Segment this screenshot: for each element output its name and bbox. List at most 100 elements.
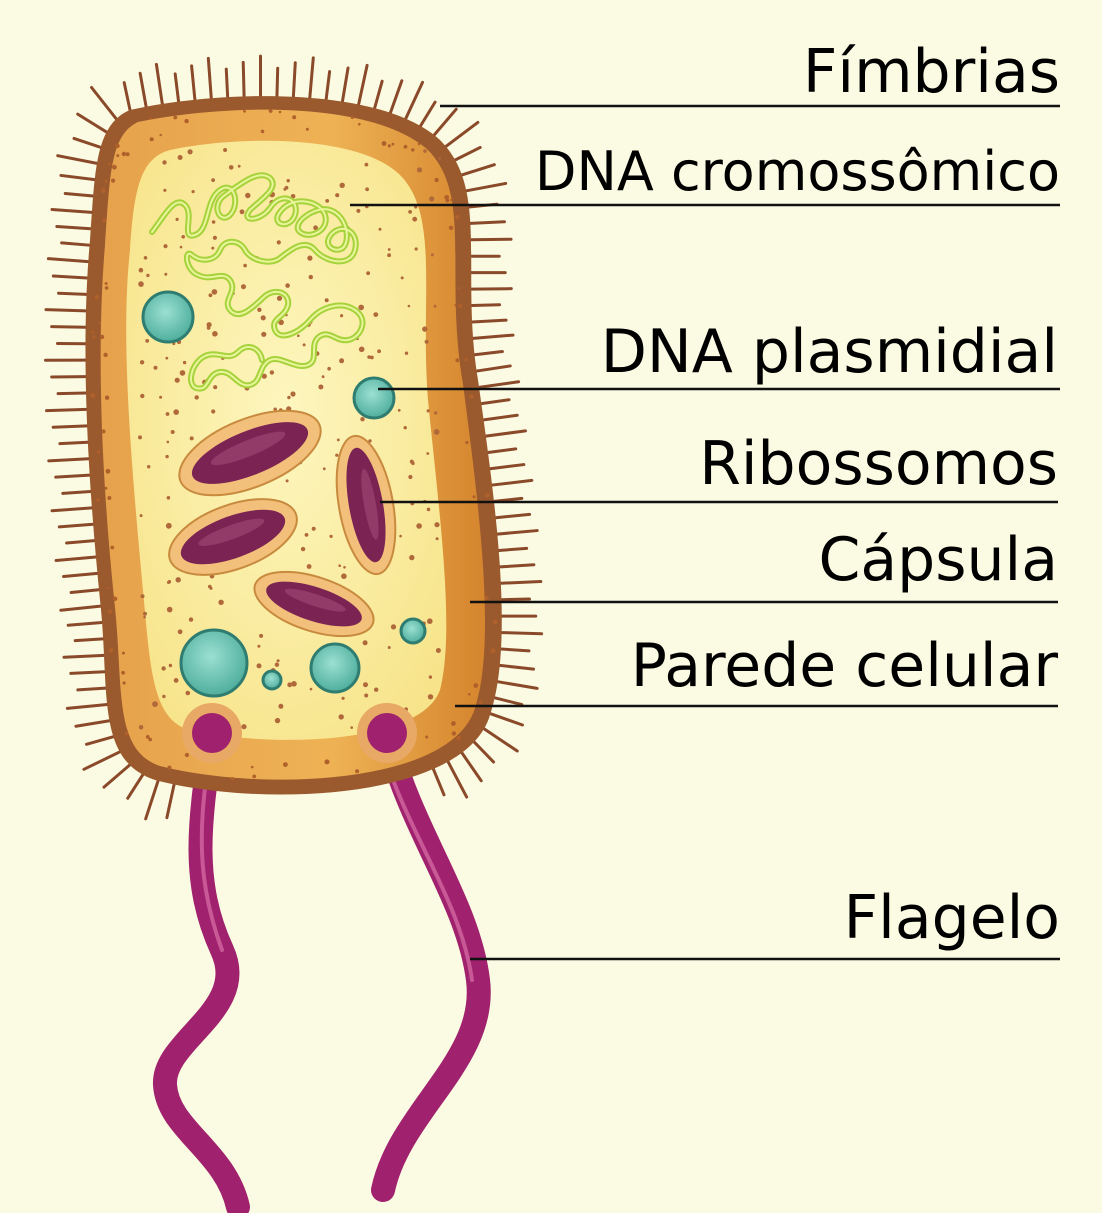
- capsule-granule: [108, 648, 114, 653]
- granule: [194, 395, 199, 400]
- granule: [434, 522, 440, 528]
- granule: [138, 281, 144, 287]
- fimbria: [73, 637, 105, 643]
- fimbria: [66, 621, 104, 627]
- capsule-granule: [465, 440, 469, 445]
- chromosomal-dna: [149, 172, 366, 392]
- granule: [363, 682, 368, 688]
- capsule-granule: [454, 304, 457, 307]
- capsule-granule: [350, 115, 354, 119]
- granule: [285, 283, 290, 288]
- granule: [308, 274, 313, 280]
- fimbria: [69, 670, 107, 675]
- granule: [218, 599, 224, 605]
- granule: [245, 192, 251, 199]
- granule: [387, 253, 391, 258]
- capsule-granule: [149, 137, 154, 142]
- granule: [424, 339, 429, 344]
- granule: [427, 694, 434, 700]
- capsule-granule: [104, 395, 110, 400]
- granule: [374, 687, 379, 692]
- granule: [412, 216, 418, 222]
- label-dna-cromossomico: DNA cromossômico: [534, 140, 1060, 203]
- capsule-granule: [99, 334, 105, 340]
- granule: [269, 370, 275, 375]
- granule: [422, 326, 428, 332]
- granule: [159, 395, 163, 399]
- granule: [428, 675, 433, 679]
- granule: [329, 534, 333, 539]
- capsule-granule: [411, 148, 415, 152]
- granule: [433, 429, 440, 435]
- granule: [164, 272, 168, 276]
- fimbria: [479, 398, 511, 406]
- granule: [411, 461, 415, 466]
- fimbria: [500, 631, 544, 636]
- fimbria: [460, 163, 496, 177]
- granule: [387, 248, 391, 251]
- granule: [390, 624, 397, 630]
- capsule-granule: [454, 214, 460, 220]
- granule: [304, 533, 309, 537]
- granule: [177, 155, 183, 160]
- fimbria: [51, 274, 89, 280]
- fimbria: [470, 303, 502, 308]
- granule: [143, 611, 147, 616]
- fimbria: [55, 224, 93, 231]
- fimbria: [418, 100, 437, 128]
- capsule-granule: [305, 127, 309, 131]
- capsule-granule: [425, 735, 429, 739]
- granule: [403, 426, 407, 430]
- fimbria: [206, 56, 213, 100]
- granule: [145, 339, 150, 343]
- capsule-granule: [464, 358, 468, 362]
- granule: [286, 179, 290, 183]
- granule: [285, 479, 289, 483]
- fimbria: [45, 407, 89, 413]
- granule: [173, 409, 179, 415]
- granule: [179, 245, 183, 249]
- granule: [341, 573, 347, 579]
- capsule-granule: [283, 762, 288, 767]
- granule: [377, 349, 381, 354]
- capsule-granule: [391, 142, 395, 146]
- fimbria: [165, 782, 176, 820]
- granule: [438, 157, 441, 160]
- granule: [162, 160, 167, 165]
- granule: [241, 724, 247, 730]
- capsule-granule: [104, 486, 108, 490]
- granule: [322, 467, 326, 471]
- granule: [257, 307, 262, 312]
- capsule-granule: [484, 595, 489, 601]
- granule: [228, 165, 234, 170]
- fimbria: [460, 751, 483, 783]
- capsule-granule: [444, 195, 450, 200]
- granule: [409, 554, 415, 561]
- granule: [206, 322, 212, 328]
- capsule-granule: [110, 545, 115, 550]
- granule: [181, 235, 185, 239]
- capsule-granule: [230, 777, 235, 781]
- fimbria: [126, 773, 145, 800]
- capsule-granule: [381, 141, 387, 146]
- capsule-granule: [101, 429, 106, 434]
- label-ribossomos: Ribossomos: [699, 429, 1058, 499]
- granule: [211, 220, 216, 224]
- fimbria: [291, 61, 297, 99]
- capsule-granule: [116, 154, 120, 158]
- fimbria: [475, 364, 512, 373]
- capsule-granule: [252, 774, 257, 779]
- granule: [139, 514, 143, 518]
- fimbria: [488, 463, 526, 471]
- capsule-granule: [167, 765, 172, 770]
- capsule-granule: [485, 493, 490, 498]
- fimbria: [340, 66, 350, 104]
- capsule-granule: [121, 670, 125, 675]
- fimbria: [499, 647, 531, 653]
- capsule-granule: [173, 115, 178, 120]
- capsule-granule: [115, 143, 120, 149]
- granule: [339, 182, 345, 188]
- granule: [179, 370, 186, 376]
